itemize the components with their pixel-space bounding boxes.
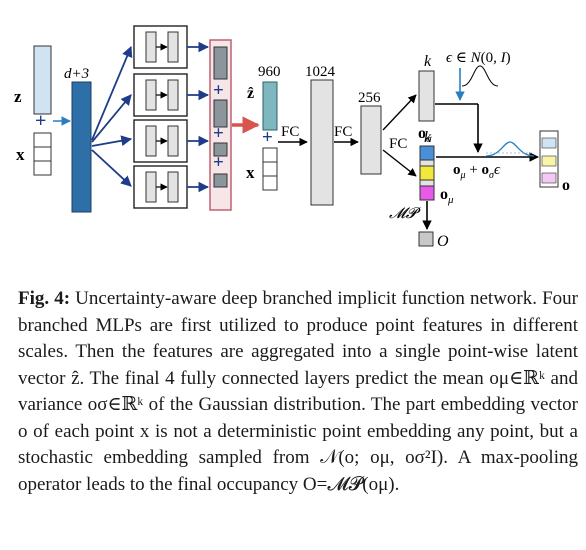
input-latent-label: z xyxy=(14,87,22,106)
occupancy-label: O xyxy=(437,233,449,250)
fc2-label: FC xyxy=(334,124,352,140)
noise-curve-icon xyxy=(461,65,499,87)
first-layer-block xyxy=(71,81,92,213)
occupancy-block xyxy=(418,231,434,247)
branch-mlp-1 xyxy=(133,25,210,69)
latent-plus-icon: + xyxy=(262,127,273,148)
fc1-block xyxy=(310,79,334,206)
input-point-block xyxy=(33,132,52,176)
network-diagram: z + x d+3 xyxy=(14,25,570,250)
svg-text:+: + xyxy=(213,152,224,173)
branch-mlp-3 xyxy=(133,119,210,163)
input-latent-block xyxy=(33,45,52,115)
latent-label: ẑ xyxy=(247,85,254,102)
mu-block xyxy=(419,145,435,201)
noise-label: ϵ ∈ N(0, I) xyxy=(446,50,511,66)
branch-arrows xyxy=(91,46,133,187)
mu-label: oμ xyxy=(440,186,454,206)
figure-caption: Fig. 4: Uncertainty-aware deep branched … xyxy=(18,286,578,498)
latent-point-block xyxy=(262,147,278,191)
fc3-label: FC xyxy=(389,136,407,152)
sample-label: oμ + oσϵ xyxy=(453,162,501,181)
fc3-arrow-bottom xyxy=(382,149,417,177)
caption-text: Uncertainty-aware deep branched implicit… xyxy=(18,288,578,495)
k-label-bottom: k xyxy=(424,129,432,146)
fc3-arrow-top xyxy=(382,94,417,131)
fc2-dim-label: 256 xyxy=(358,90,381,106)
input-plus-icon: + xyxy=(35,110,46,132)
latent-point-label: x xyxy=(246,163,255,182)
fc1-dim-label: 1024 xyxy=(305,64,336,80)
fc1-label: FC xyxy=(281,124,299,140)
svg-text:+: + xyxy=(213,123,224,144)
branch-mlp-4 xyxy=(133,165,210,209)
sigma-block xyxy=(418,70,435,122)
k-label-top: k xyxy=(424,53,432,70)
caption-label: Fig. 4: xyxy=(18,288,71,309)
fc2-block xyxy=(360,105,382,175)
gaussian-curve-icon xyxy=(485,141,535,157)
latent-vector-block xyxy=(262,81,278,131)
branch-mlp-2 xyxy=(133,73,210,117)
output-label: o xyxy=(562,177,570,194)
feature-dim-label: 960 xyxy=(258,64,281,80)
maxpool-label: 𝓜𝓟 xyxy=(389,206,421,222)
input-point-label: x xyxy=(16,145,25,164)
feature-concat-column: + + + xyxy=(209,39,232,211)
output-embedding-block xyxy=(539,130,559,188)
width-label: d+3 xyxy=(64,66,89,82)
svg-text:+: + xyxy=(213,80,224,101)
